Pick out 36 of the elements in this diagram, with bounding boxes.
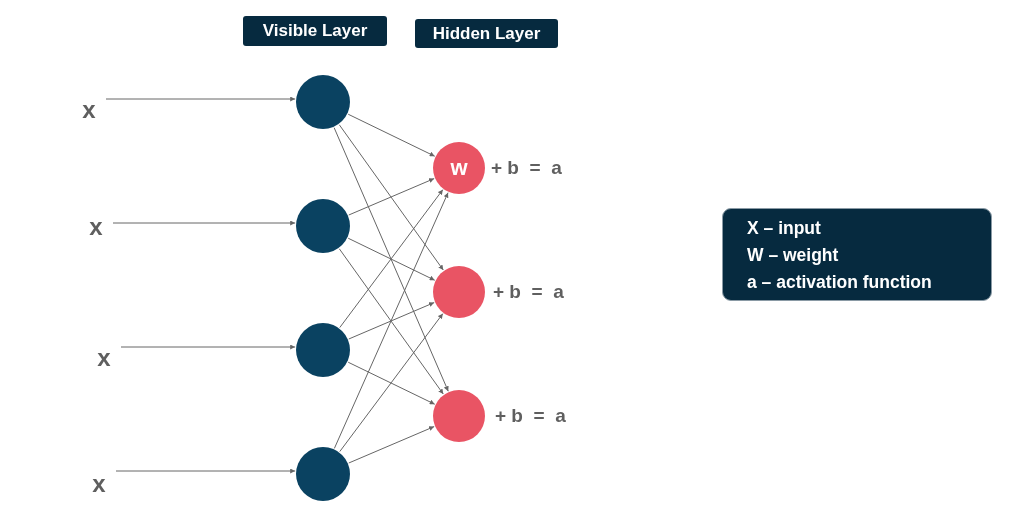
arrow <box>338 248 444 395</box>
hidden-neuron <box>433 390 485 442</box>
arrow <box>339 313 444 453</box>
arrow <box>105 96 296 102</box>
bias-equation: + b = a <box>495 405 566 427</box>
layer-label: Hidden Layer <box>415 19 558 48</box>
hidden-neuron: w <box>433 142 485 194</box>
bias-equation: + b = a <box>491 157 562 179</box>
arrow <box>333 192 449 449</box>
hidden-neuron <box>433 266 485 318</box>
visible-neuron <box>296 323 350 377</box>
input-label: x <box>93 345 115 371</box>
arrow <box>333 127 449 392</box>
legend-text: W – weight <box>747 244 840 267</box>
arrow <box>348 426 435 464</box>
input-label: x <box>78 97 100 123</box>
legend-text: a – activation function <box>747 271 933 294</box>
arrow <box>347 113 436 157</box>
legend-text: X – input <box>747 217 822 240</box>
arrow <box>338 124 444 271</box>
arrow <box>120 344 296 350</box>
arrow <box>112 220 296 226</box>
arrow <box>348 302 435 340</box>
arrow <box>348 178 435 216</box>
visible-neuron <box>296 199 350 253</box>
bias-equation: + b = a <box>493 281 564 303</box>
arrow <box>347 237 436 281</box>
visible-neuron <box>296 447 350 501</box>
input-label: x <box>85 214 107 240</box>
legend-box <box>722 208 992 301</box>
arrow <box>115 468 296 474</box>
layer-label: Visible Layer <box>243 16 387 46</box>
arrow <box>347 361 436 405</box>
input-label: x <box>88 471 110 497</box>
visible-neuron <box>296 75 350 129</box>
arrow <box>339 189 444 329</box>
